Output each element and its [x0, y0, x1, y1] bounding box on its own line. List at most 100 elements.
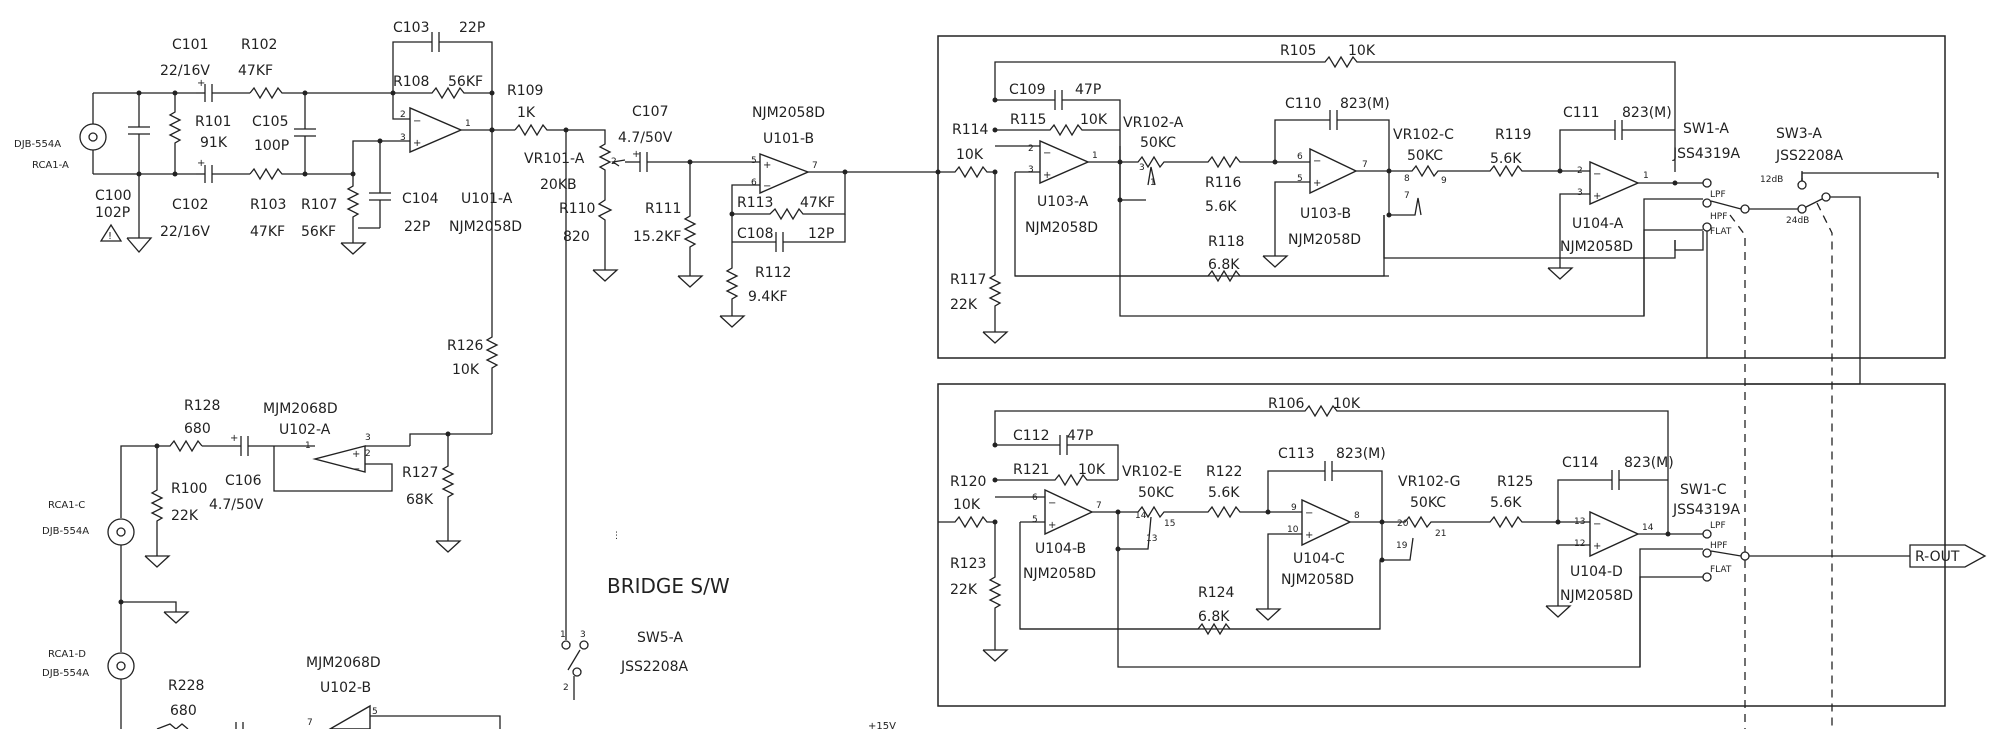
svg-text:−: − [352, 464, 360, 475]
u103a-ref: U103-A [1037, 194, 1089, 210]
u104b-value: NJM2058D [1023, 566, 1096, 582]
svg-text:−: − [413, 116, 421, 127]
sw1a-part: JSS4319A [1672, 146, 1741, 162]
sw1a-ref: SW1-A [1683, 121, 1729, 137]
c102-ref: C102 [172, 197, 209, 213]
r112-resistor [725, 242, 739, 316]
r113-resistor [732, 172, 846, 221]
rca1c-part: DJB-554A [42, 526, 89, 537]
svg-text:12dB: 12dB [1760, 175, 1783, 185]
r127-resistor [441, 434, 455, 541]
u104d-ref: U104-D [1570, 564, 1623, 580]
c104-capacitor [358, 141, 391, 229]
rca1d-part: DJB-554A [42, 668, 89, 679]
svg-text:5: 5 [1297, 174, 1303, 184]
r121-value: 10K [1078, 462, 1106, 478]
svg-text:3: 3 [1577, 188, 1583, 198]
sw3a-part: JSS2208A [1775, 148, 1844, 164]
c109-ref: C109 [1009, 82, 1046, 98]
vr102e-value: 50KC [1138, 485, 1174, 501]
svg-text:−: − [1305, 508, 1313, 519]
sw1c-switch[interactable]: LPF HPF FLAT [1702, 521, 1750, 582]
r111-resistor [683, 162, 697, 276]
r124-ref: R124 [1198, 585, 1235, 601]
r-out-label: R-OUT [1915, 549, 1960, 565]
r128-ref: R128 [184, 398, 220, 414]
u104b-opamp: − + 6 5 7 [1032, 488, 1102, 536]
svg-text:3: 3 [400, 133, 406, 143]
r110-value: 820 [563, 229, 590, 245]
r126-resistor [485, 130, 499, 434]
c114-capacitor [1557, 479, 1612, 522]
wire-to-u101a-plus [305, 140, 410, 175]
c100-value: 102P [95, 205, 130, 221]
c110-value: 823(M) [1340, 96, 1390, 112]
svg-text:7: 7 [1362, 160, 1368, 170]
r124-resistor [1020, 622, 1380, 636]
rca1c-connector [107, 518, 135, 652]
r125-ref: R125 [1497, 474, 1533, 490]
svg-text:2: 2 [611, 157, 617, 167]
u103b-value: NJM2058D [1288, 232, 1361, 248]
r228-value: 680 [170, 703, 197, 719]
vr101a-potentiometer [566, 129, 613, 270]
sw5a-switch[interactable]: 1 3 2 [560, 630, 589, 700]
u104c-opamp: − + 9 10 8 [1287, 498, 1360, 547]
r108-resistor [393, 86, 492, 100]
r126-value: 10K [452, 362, 480, 378]
vr102a-potentiometer [1119, 146, 1175, 200]
r122-ref: R122 [1206, 464, 1242, 480]
r118-value: 6.8K [1208, 257, 1240, 273]
rca1d-connector [107, 652, 135, 729]
c100-capacitor [126, 93, 153, 253]
r123-resistor [988, 522, 1002, 650]
r125-value: 5.6K [1490, 495, 1522, 511]
sw3a-switch[interactable]: 12dB 24dB [1760, 175, 1831, 226]
c112-ref: C112 [1013, 428, 1050, 444]
r128-value: 680 [184, 421, 211, 437]
svg-text:12: 12 [1574, 539, 1585, 549]
svg-text:!: ! [108, 231, 112, 242]
svg-text:10: 10 [1287, 525, 1299, 535]
vr102g-ref: VR102-G [1398, 474, 1460, 490]
svg-text:+: + [352, 449, 360, 460]
r114-ref: R114 [952, 122, 989, 138]
r115-value: 10K [1080, 112, 1108, 128]
svg-text:5: 5 [751, 156, 757, 166]
r103-resistor [249, 167, 305, 181]
r112-value: 9.4KF [748, 289, 788, 305]
svg-text:HPF: HPF [1710, 541, 1727, 551]
svg-text:−: − [1593, 169, 1601, 180]
svg-text:6: 6 [1297, 152, 1303, 162]
c110-ref: C110 [1285, 96, 1322, 112]
r101-resistor [168, 93, 182, 174]
rca1d-ref: RCA1-D [48, 649, 86, 660]
c111-capacitor [1559, 129, 1615, 171]
r117-resistor [988, 172, 1002, 332]
svg-text:7: 7 [1096, 501, 1102, 511]
c102-value: 22/16V [160, 224, 210, 240]
c110-capacitor [1274, 119, 1330, 162]
vr101a-ref: VR101-A [524, 151, 585, 167]
u101a-value: NJM2058D [449, 219, 522, 235]
u101b-value: NJM2058D [752, 105, 825, 121]
r108-ref: R108 [393, 74, 429, 90]
r105-ref: R105 [1280, 43, 1316, 59]
r115-resistor [995, 123, 1120, 137]
c104-ref: C104 [402, 191, 439, 207]
svg-text:7: 7 [1404, 191, 1410, 201]
r119-ref: R119 [1495, 127, 1531, 143]
svg-text:1: 1 [560, 630, 566, 640]
r116-resistor [1175, 155, 1275, 169]
r107-resistor [346, 174, 360, 229]
r-out-terminal[interactable]: R-OUT [1909, 544, 1987, 568]
r117-value: 22K [950, 297, 978, 313]
sw1a-switch[interactable]: LPF HPF FLAT [1702, 178, 1750, 237]
r108-value: 56KF [448, 74, 483, 90]
c106-ref: C106 [225, 473, 262, 489]
c104-value: 22P [404, 219, 430, 235]
r118-ref: R118 [1208, 234, 1244, 250]
rca1c-ref: RCA1-C [48, 500, 85, 511]
r122-resistor [1200, 505, 1268, 519]
